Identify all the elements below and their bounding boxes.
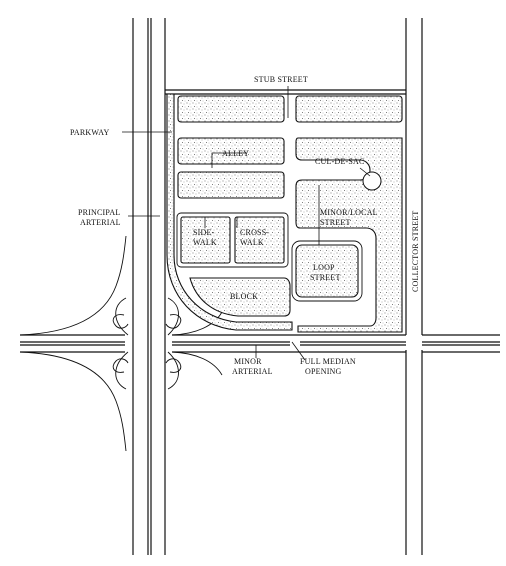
block-loop bbox=[295, 244, 359, 298]
label-alley: ALLEY bbox=[222, 149, 249, 158]
minor-arterial-road bbox=[20, 334, 500, 353]
label-principal-arterial-2: ARTERIAL bbox=[80, 218, 121, 227]
block-cul-de-sac bbox=[295, 137, 403, 333]
principal-arterial-road bbox=[132, 18, 166, 555]
block-top-right bbox=[295, 95, 403, 123]
label-block: BLOCK bbox=[230, 292, 258, 301]
collector-street-road bbox=[405, 18, 423, 555]
label-cul-de-sac: CUL-DE-SAC bbox=[315, 157, 365, 166]
label-minor-arterial-2: ARTERIAL bbox=[232, 367, 273, 376]
label-collector-street: COLLECTOR STREET bbox=[411, 211, 420, 293]
interchange-ramps bbox=[19, 235, 223, 452]
label-sidewalk-1: SIDE- bbox=[193, 228, 215, 237]
diagram-labels: STUB STREET PARKWAY ALLEY CUL-DE-SAC PRI… bbox=[70, 75, 420, 376]
label-full-median-1: FULL MEDIAN bbox=[300, 357, 356, 366]
block-top-left bbox=[177, 95, 285, 123]
leader-lines bbox=[122, 86, 371, 361]
block-alley-south bbox=[177, 171, 285, 199]
blocks bbox=[176, 95, 403, 333]
label-sidewalk-2: WALK bbox=[193, 238, 217, 247]
label-loop-2: STREET bbox=[310, 273, 341, 282]
block-alley-north bbox=[177, 137, 285, 165]
label-minor-arterial-1: MINOR bbox=[234, 357, 262, 366]
label-principal-arterial-1: PRINCIPAL bbox=[78, 208, 120, 217]
label-stub-street: STUB STREET bbox=[254, 75, 308, 84]
label-parkway: PARKWAY bbox=[70, 128, 110, 137]
label-full-median-2: OPENING bbox=[305, 367, 342, 376]
label-crosswalk-1: CROSS- bbox=[240, 228, 269, 237]
block-sidewalk bbox=[180, 216, 231, 264]
block-crosswalk bbox=[234, 216, 285, 264]
label-crosswalk-2: WALK bbox=[240, 238, 264, 247]
label-minor-local-1: MINOR/LOCAL bbox=[320, 208, 378, 217]
stub-street-road bbox=[165, 89, 406, 95]
label-minor-local-2: STREET bbox=[320, 218, 351, 227]
block-curve bbox=[189, 277, 291, 317]
label-loop-1: LOOP bbox=[313, 263, 335, 272]
parkway-strip bbox=[166, 93, 293, 331]
